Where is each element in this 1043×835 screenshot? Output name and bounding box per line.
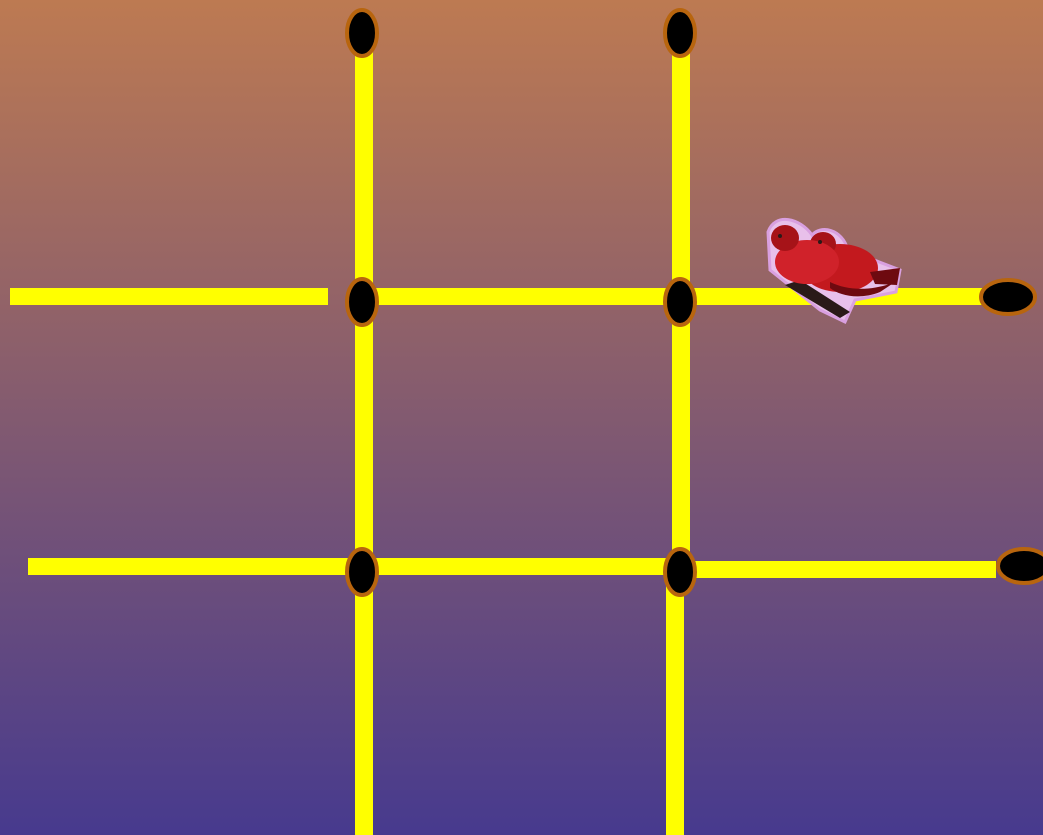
match-head-icon	[347, 549, 377, 595]
matchstick-v-right-top[interactable]	[672, 40, 690, 298]
match-head-icon	[665, 549, 695, 595]
matchstick-v-right-bottom[interactable]	[666, 578, 684, 835]
matchstick-v-right-middle[interactable]	[672, 308, 690, 566]
match-head-icon	[998, 549, 1043, 583]
match-head-icon	[665, 279, 695, 325]
bird-eye	[778, 234, 782, 238]
match-head-icon	[665, 10, 695, 56]
matchstick-h-bottom-right[interactable]	[688, 561, 996, 578]
matchstick-h-bottom-left[interactable]	[28, 558, 358, 575]
matchstick-h-bottom-middle[interactable]	[370, 558, 675, 575]
matchstick-v-left-middle[interactable]	[355, 308, 373, 566]
match-head-icon	[347, 10, 377, 56]
matchstick-h-top-left[interactable]	[10, 288, 328, 305]
matchstick-h-top-middle[interactable]	[370, 288, 675, 305]
matchstick-v-left-bottom[interactable]	[355, 578, 373, 835]
bird-eye	[818, 240, 822, 244]
bird-head-front	[771, 225, 799, 251]
matchstick-v-left-top[interactable]	[355, 40, 373, 298]
match-head-icon	[347, 279, 377, 325]
match-head-icon	[981, 280, 1035, 314]
